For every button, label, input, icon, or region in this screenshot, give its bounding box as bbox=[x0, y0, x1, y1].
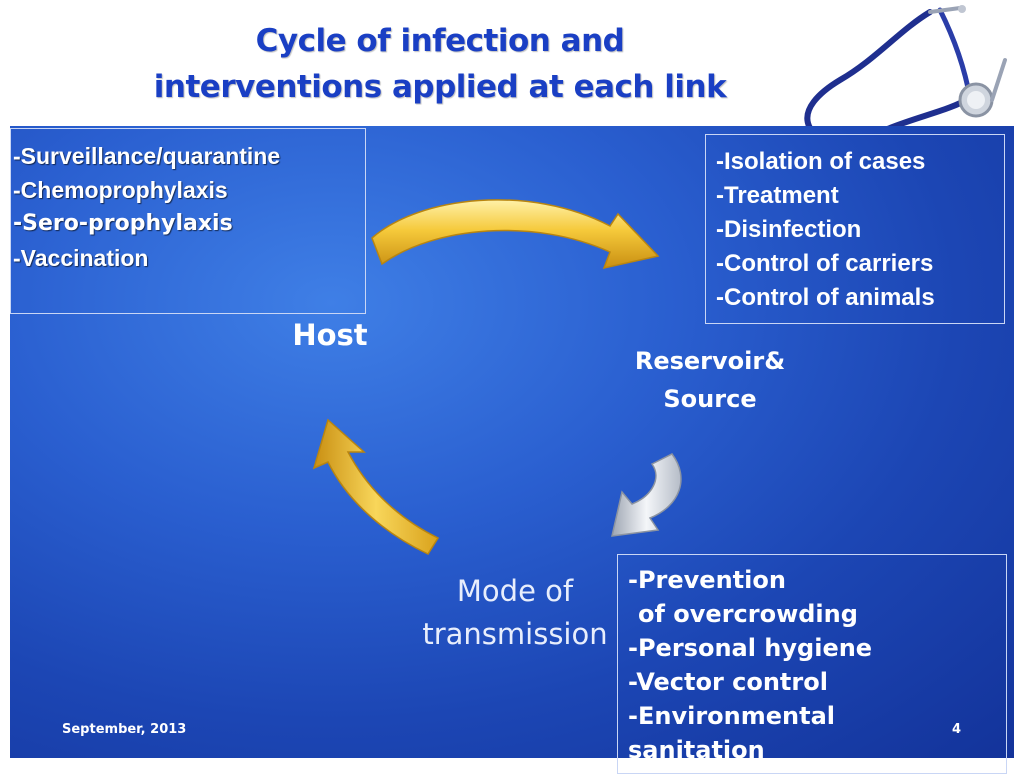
arrow-mode-to-host bbox=[312, 418, 440, 555]
mode-intervention-item: -Personal hygiene bbox=[628, 634, 873, 662]
node-mode-of-transmission: Mode of transmission bbox=[405, 570, 625, 656]
node-reservoir: Reservoir& Source bbox=[615, 342, 805, 418]
mode-intervention-item: sanitation bbox=[628, 736, 765, 764]
mode-interventions-box: -Prevention of overcrowding -Personal hy… bbox=[617, 554, 1007, 774]
reservoir-intervention-item: -Control of animals bbox=[716, 284, 935, 311]
arrow-reservoir-to-mode bbox=[611, 453, 682, 537]
reservoir-intervention-item: -Control of carriers bbox=[716, 250, 934, 277]
node-reservoir-line1: Reservoir& bbox=[634, 347, 786, 375]
node-mode-line1: Mode of bbox=[456, 574, 574, 608]
node-mode-line2: transmission bbox=[422, 617, 608, 651]
cycle-arrows bbox=[312, 199, 682, 555]
mode-intervention-item: -Vector control bbox=[628, 668, 828, 696]
host-interventions-box: -Surveillance/quarantine -Chemoprophylax… bbox=[10, 128, 366, 314]
reservoir-interventions-box: -Isolation of cases -Treatment -Disinfec… bbox=[705, 134, 1005, 324]
reservoir-intervention-item: -Treatment bbox=[716, 182, 839, 209]
slide-title: Cycle of infection and interventions app… bbox=[0, 18, 880, 110]
host-intervention-item: -Sero-prophylaxis bbox=[13, 211, 233, 236]
arrow-host-to-reservoir bbox=[371, 199, 660, 270]
node-host: Host bbox=[292, 318, 368, 352]
slide-title-line2: interventions applied at each link bbox=[153, 69, 727, 105]
diagram-stage: -Surveillance/quarantine -Chemoprophylax… bbox=[10, 126, 1014, 774]
footer-date: September, 2013 bbox=[62, 722, 187, 737]
host-intervention-item: -Chemoprophylaxis bbox=[13, 177, 228, 203]
slide-title-line1: Cycle of infection and bbox=[255, 23, 625, 59]
reservoir-intervention-item: -Disinfection bbox=[716, 216, 862, 243]
page-number: 4 bbox=[952, 722, 962, 737]
reservoir-intervention-item: -Isolation of cases bbox=[716, 148, 926, 175]
host-intervention-item: -Vaccination bbox=[13, 245, 149, 271]
mode-intervention-item: of overcrowding bbox=[638, 600, 858, 628]
mode-intervention-item: -Environmental bbox=[628, 702, 835, 730]
mode-intervention-item: -Prevention bbox=[628, 566, 786, 594]
node-reservoir-line2: Source bbox=[663, 385, 757, 413]
host-intervention-item: -Surveillance/quarantine bbox=[13, 143, 281, 169]
